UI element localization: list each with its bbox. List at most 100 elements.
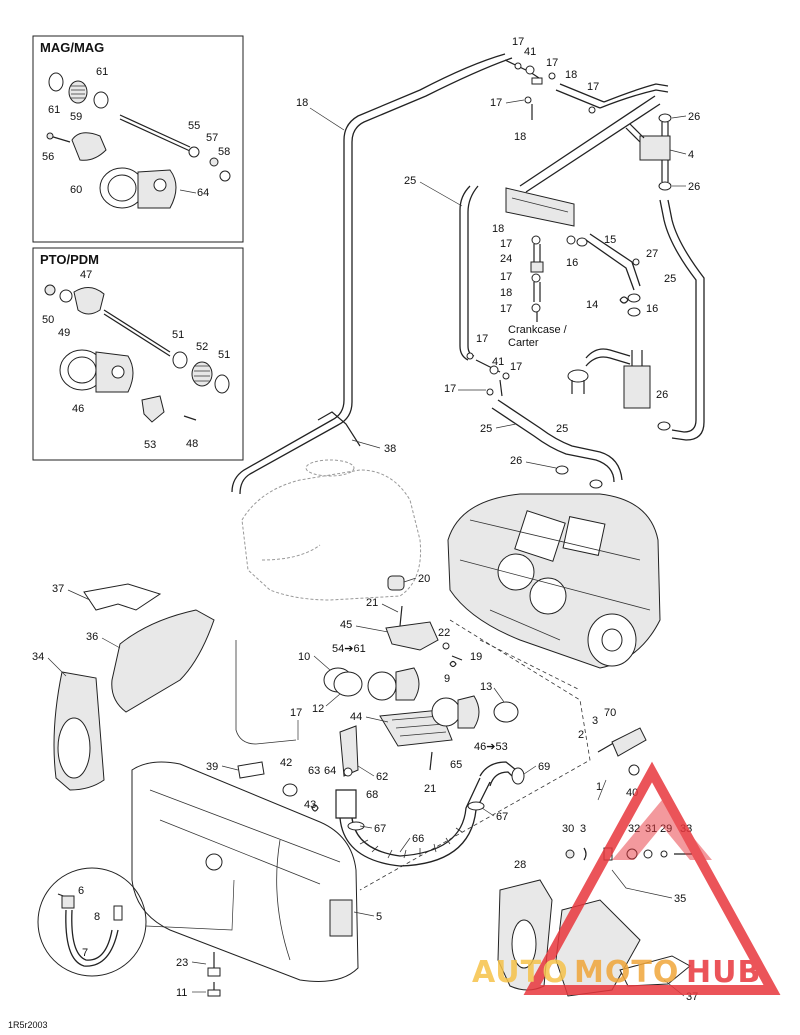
label-70: 70	[604, 707, 616, 719]
panels-left	[53, 583, 215, 791]
figure-code: 1R5r2003	[8, 1020, 48, 1030]
label-30: 30	[562, 823, 574, 835]
label-42: 42	[280, 757, 292, 769]
fitting-cluster-2	[466, 352, 623, 483]
label-24: 24	[500, 253, 512, 265]
label-20: 20	[418, 573, 430, 585]
label-49: 49	[58, 327, 70, 339]
label-28: 28	[514, 859, 526, 871]
automotohub-watermark: AUTO MOTO HUB	[472, 761, 781, 995]
label-17-top-c: 17	[587, 81, 599, 93]
label-19: 19	[470, 651, 482, 663]
label-5: 5	[376, 911, 382, 923]
valve-4	[625, 113, 705, 441]
label-64-b: 64	[324, 765, 336, 777]
label-23: 23	[176, 957, 188, 969]
label-52: 52	[196, 341, 208, 353]
label-6: 6	[78, 885, 84, 897]
label-27: 27	[646, 248, 658, 260]
filler-parts	[237, 725, 525, 867]
separator-block	[505, 187, 641, 322]
label-66: 66	[412, 833, 424, 845]
label-67-b: 67	[496, 811, 508, 823]
label-61a: 61	[96, 66, 108, 78]
label-17-j: 17	[444, 383, 456, 395]
label-55: 55	[188, 120, 200, 132]
label-56: 56	[42, 151, 54, 163]
label-18-top: 18	[565, 69, 577, 81]
label-43: 43	[304, 799, 316, 811]
label-44: 44	[350, 711, 362, 723]
label-18-d: 18	[500, 287, 512, 299]
label-64: 64	[197, 187, 209, 199]
label-8: 8	[94, 911, 100, 923]
panels-right	[497, 879, 691, 997]
crankcase-note-2: Carter	[508, 337, 539, 349]
label-67-a: 67	[374, 823, 386, 835]
label-37-a: 37	[52, 583, 64, 595]
label-13: 13	[480, 681, 492, 693]
label-14: 14	[586, 299, 598, 311]
label-36: 36	[86, 631, 98, 643]
label-51a: 51	[172, 329, 184, 341]
watermark-word-auto: AUTO	[472, 955, 569, 990]
label-11: 11	[176, 987, 187, 999]
label-4: 4	[688, 149, 694, 161]
label-21-b: 21	[424, 783, 436, 795]
inset-mag: MAG/MAG 61 61 59 55 57 58 56 60 64	[32, 35, 244, 243]
label-34: 34	[32, 651, 44, 663]
label-47: 47	[80, 269, 92, 281]
label-17-top-d: 17	[490, 97, 502, 109]
label-39: 39	[206, 761, 218, 773]
fuel-pump	[567, 348, 671, 431]
label-51b: 51	[218, 349, 230, 361]
pickup-detail	[37, 867, 235, 977]
inset-pto: PTO/PDM 47 50 49 51 52 51 46 53 48	[32, 247, 244, 461]
fuel-tank	[131, 761, 359, 997]
label-17-top: 17	[512, 36, 524, 48]
label-17-g: 17	[500, 303, 512, 315]
label-17-e: 17	[500, 238, 512, 250]
inset-mag-title: MAG/MAG	[40, 40, 104, 55]
label-25-a: 25	[404, 175, 416, 187]
fuel-tank-ghost	[241, 459, 422, 601]
label-58: 58	[218, 146, 230, 158]
label-16-a: 16	[566, 257, 578, 269]
label-10: 10	[298, 651, 310, 663]
label-22: 22	[438, 627, 450, 639]
label-18-c: 18	[492, 223, 504, 235]
label-63: 63	[308, 765, 320, 777]
watermark-word-moto: MOTO	[574, 955, 679, 990]
label-1: 1	[596, 781, 602, 793]
label-2: 2	[578, 729, 584, 741]
label-35: 35	[674, 893, 686, 905]
label-54-to-61: 54➔61	[332, 643, 366, 655]
label-26-c: 26	[656, 389, 668, 401]
label-48: 48	[186, 438, 198, 450]
label-9: 9	[444, 673, 450, 685]
linkage	[597, 727, 647, 801]
crankcase-note-1: Crankcase /	[508, 324, 568, 336]
label-12: 12	[312, 703, 324, 715]
label-65: 65	[450, 759, 462, 771]
watermark-triangle	[523, 761, 781, 995]
label-69: 69	[538, 761, 550, 773]
inset-pto-title: PTO/PDM	[40, 252, 99, 267]
label-15: 15	[604, 234, 616, 246]
vent-lines	[231, 53, 669, 495]
label-26-top: 26	[688, 111, 700, 123]
label-17-k: 17	[290, 707, 302, 719]
label-25-c: 25	[480, 423, 492, 435]
label-38: 38	[384, 443, 396, 455]
label-7: 7	[82, 947, 88, 959]
label-46-inset: 46	[72, 403, 84, 415]
label-3: 3	[592, 715, 598, 727]
label-17-top-b: 17	[546, 57, 558, 69]
label-57: 57	[206, 132, 218, 144]
engine-block	[447, 493, 661, 691]
label-17-h: 17	[476, 333, 488, 345]
label-60: 60	[70, 184, 82, 196]
label-41-top: 41	[524, 46, 536, 58]
watermark-word-hub: HUB	[686, 955, 761, 990]
